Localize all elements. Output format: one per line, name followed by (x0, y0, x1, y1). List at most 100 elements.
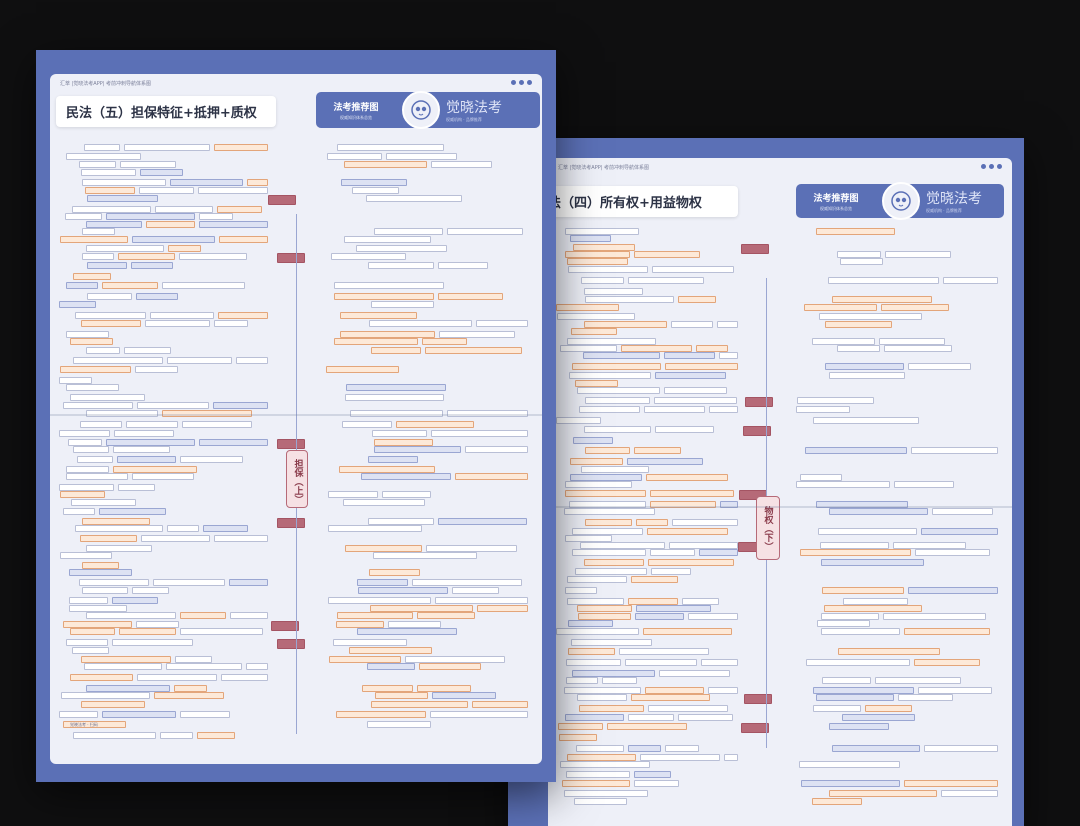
mindmap-node (366, 195, 462, 202)
mindmap-node (832, 296, 932, 303)
poster-top-line: 汇萃 |觉晓法考APP| 考前冲刺导航体系图 (60, 81, 152, 87)
mindmap-branch-label (743, 426, 771, 436)
mindmap-node (425, 347, 522, 354)
brand-recommend-label: 法考推荐图 (333, 102, 379, 113)
mindmap-node (655, 372, 726, 379)
mindmap-node (327, 153, 382, 160)
mindmap-node (822, 587, 904, 594)
mindmap-node (865, 705, 912, 712)
mindmap-node (631, 694, 710, 701)
mindmap-node (567, 598, 624, 605)
mindmap-node (214, 320, 248, 327)
mindmap-node (214, 535, 268, 542)
mindmap-node (73, 732, 156, 739)
mindmap-node (371, 347, 421, 354)
mindmap-node (801, 780, 900, 787)
mindmap-node (199, 439, 268, 446)
mindmap-node (386, 153, 457, 160)
mindmap-node (66, 466, 109, 473)
mindmap-node (898, 694, 953, 701)
mindmap-node (82, 179, 166, 186)
mindmap-node (628, 277, 704, 284)
mindmap-node (635, 613, 684, 620)
mindmap-node (346, 384, 446, 391)
mindmap-node (565, 587, 597, 594)
mindmap-node (840, 258, 883, 265)
mindmap-node (568, 620, 613, 627)
mindmap-branch-label (277, 518, 305, 528)
mindmap-node (943, 277, 998, 284)
mindmap-node (565, 714, 624, 721)
mindmap-node (557, 313, 635, 320)
mindmap-node (113, 446, 170, 453)
mindmap-node (334, 338, 418, 345)
mindmap-node (701, 659, 738, 666)
mindmap-node (60, 491, 105, 498)
mindmap-node (796, 406, 850, 413)
mindmap-node (73, 273, 111, 280)
mindmap-node (634, 771, 671, 778)
mindmap-node (659, 670, 730, 677)
mindmap-node (643, 628, 732, 635)
mindmap-node (565, 481, 632, 488)
mindmap-node (671, 321, 713, 328)
mindmap-node (838, 648, 940, 655)
mindmap-node (106, 213, 195, 220)
mindmap-node (82, 518, 150, 525)
mindmap-node (77, 456, 113, 463)
mindmap-node (179, 253, 247, 260)
mindmap-node (368, 518, 434, 525)
mindmap-node (86, 545, 152, 552)
mindmap-node (417, 685, 471, 692)
mindmap-node (585, 447, 630, 454)
mindmap-branch-label (277, 253, 305, 263)
mindmap-node (137, 674, 217, 681)
mindmap-node (569, 501, 646, 508)
mindmap-node (678, 714, 733, 721)
mindmap-node (342, 421, 392, 428)
mindmap-node (569, 372, 651, 379)
mindmap-node (126, 421, 178, 428)
mindmap-node (842, 714, 915, 721)
mindmap-node (372, 430, 427, 437)
mindmap-node (333, 639, 407, 646)
mindmap-node (72, 647, 109, 654)
mindmap-node (146, 221, 195, 228)
mindmap-node (438, 293, 503, 300)
mindmap-node (825, 321, 892, 328)
brand-name: 觉晓法考 权威机构 · 品牌推荐 (926, 188, 982, 214)
mindmap-poster-left: 汇萃 |觉晓法考APP| 考前冲刺导航体系图 民法（五）担保特征+抵押+质权 法… (36, 50, 556, 782)
mindmap-node (340, 331, 435, 338)
mindmap-node (334, 282, 444, 289)
mindmap-node (634, 447, 681, 454)
mindmap-node (72, 206, 151, 213)
mindmap-node (230, 612, 268, 619)
mindmap-node (182, 421, 252, 428)
mindmap-node (82, 562, 119, 569)
mindmap-node (71, 499, 136, 506)
mindmap-node (371, 301, 434, 308)
mindmap-node (602, 677, 637, 684)
mindmap-node (580, 542, 665, 549)
mindmap-node (650, 549, 695, 556)
mindmap-node (829, 723, 889, 730)
mindmap-node (837, 345, 880, 352)
mindmap-node (120, 161, 176, 168)
mindmap-node (636, 519, 668, 526)
mindmap-node (69, 605, 127, 612)
mindmap-center-node: 物权（下） (756, 496, 780, 560)
mindmap-node (412, 579, 522, 586)
brand-recommend-sub: 权威知识体系总览 (820, 205, 852, 211)
mindmap-node (628, 714, 674, 721)
mindmap-node (650, 501, 716, 508)
mindmap-node (581, 277, 624, 284)
mindmap-node (812, 798, 862, 805)
mindmap-node (607, 723, 687, 730)
mindmap-node (373, 552, 477, 559)
mindmap-node (199, 213, 233, 220)
mindmap-node (60, 366, 131, 373)
mindmap-node (800, 549, 911, 556)
mindmap-node (875, 677, 961, 684)
mindmap-node (219, 236, 268, 243)
mindmap-node (572, 528, 643, 535)
